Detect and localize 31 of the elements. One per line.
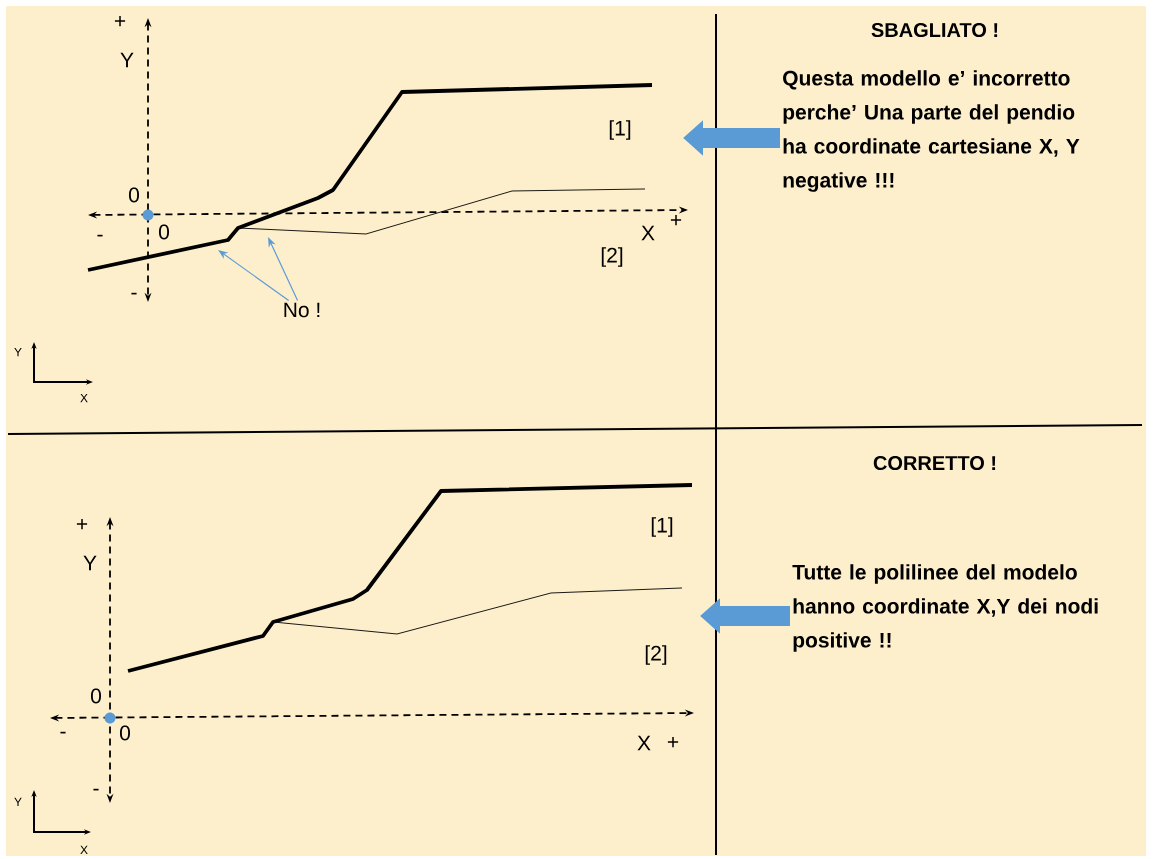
- axis-label: [2]: [645, 645, 667, 665]
- axis-label: Y: [14, 797, 22, 807]
- explanation-text: Tutte le polilinee del modelo hanno coordinate X,Y dei nodi positive !!: [792, 564, 1098, 652]
- axis-label: Y: [120, 52, 134, 68]
- explanation-text: Questa modello e’ incorretto perche’ Una parte del pendio ha coordinate cartesiane X, Y negative !!!: [783, 70, 1080, 192]
- axis-label: 0: [120, 725, 130, 741]
- axis-label: Y: [14, 347, 22, 357]
- leader-arrow: [218, 250, 290, 302]
- axis-label: -: [97, 234, 103, 237]
- axis-label: 0: [159, 224, 169, 240]
- axis-label: X: [80, 845, 88, 855]
- axis-label: 0: [91, 688, 101, 704]
- panel-heading: CORRETTO !: [873, 455, 996, 471]
- axis-label: [1]: [651, 517, 673, 537]
- axis-label: -: [60, 731, 66, 734]
- axis-label: -: [131, 292, 137, 295]
- axis-label: -: [93, 788, 99, 791]
- axis-label: +: [76, 518, 88, 530]
- axis-label: +: [670, 214, 682, 226]
- axis-label: X: [641, 225, 655, 241]
- axis-label: X: [80, 393, 88, 403]
- leader-arrow: [268, 237, 299, 302]
- panel-heading: SBAGLIATO !: [871, 22, 998, 38]
- axis-label: X: [637, 735, 651, 751]
- axis-label: 0: [129, 187, 139, 203]
- axis-label: +: [114, 15, 126, 27]
- axis-label: Y: [83, 555, 97, 571]
- axis-label: +: [667, 736, 679, 748]
- annotation-text: No !: [284, 302, 320, 318]
- axis-label: [1]: [609, 120, 631, 140]
- axis-label: [2]: [601, 247, 623, 267]
